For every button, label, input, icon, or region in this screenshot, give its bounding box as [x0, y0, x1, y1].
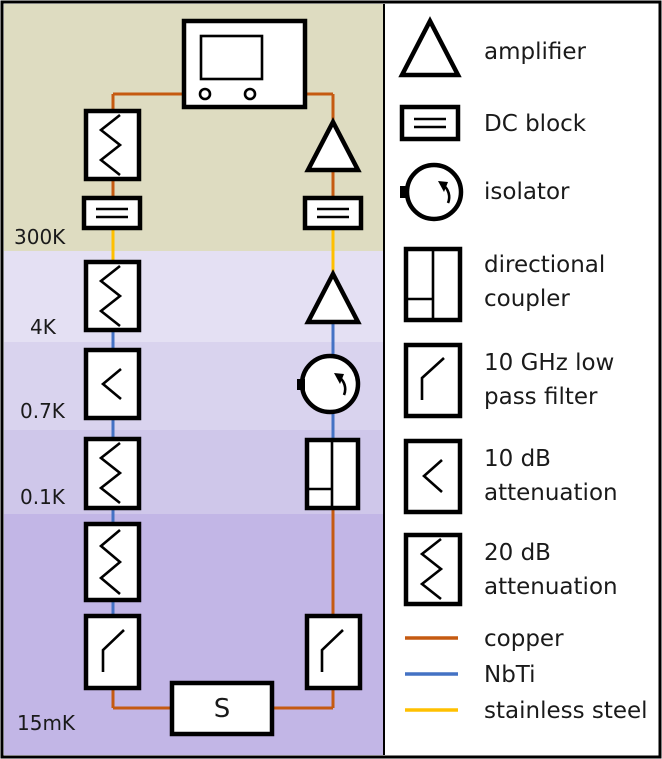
dc-block-icon — [302, 195, 364, 231]
temperature-label-15mK: 15mK — [17, 711, 76, 735]
legend-low-pass-filter-icon — [403, 342, 463, 419]
legend-att20-label-line1: 20 dB — [484, 540, 551, 566]
legend-isolator-label: isolator — [484, 179, 570, 205]
legend-isolator-icon — [400, 162, 464, 222]
legend-attenuator-20dB-icon — [403, 532, 463, 607]
legend-coupler-label-line1: directional — [484, 252, 605, 278]
legend-dc-block-icon — [399, 104, 461, 142]
sample-label: S — [214, 694, 231, 724]
legend-dc-block-label: DC block — [484, 111, 587, 137]
legend-att10-label-line1: 10 dB — [484, 446, 551, 472]
low-pass-filter-icon — [304, 613, 363, 691]
temperature-label-4K: 4K — [30, 315, 57, 339]
temperature-label-0.7K: 0.7K — [20, 399, 66, 423]
oscilloscope-icon — [181, 18, 308, 110]
legend-amplifier-icon — [398, 16, 462, 78]
amplifier-icon — [304, 117, 362, 173]
sample-box — [169, 680, 275, 737]
legend-attenuator-10dB-icon — [403, 438, 463, 515]
amplifier-icon — [304, 269, 362, 325]
isolator-icon — [297, 353, 361, 415]
low-pass-filter-icon — [83, 613, 142, 691]
legend-att10-label-line2: attenuation — [484, 480, 618, 506]
legend-coupler-label-line2: coupler — [484, 286, 570, 312]
attenuator-10dB-icon — [83, 347, 142, 421]
attenuator-20dB-icon — [83, 521, 142, 603]
dc-block-icon — [81, 195, 143, 231]
directional-coupler-icon — [304, 437, 361, 511]
legend-copper-label: copper — [484, 626, 564, 652]
attenuator-20dB-icon — [83, 436, 142, 511]
temperature-label-300K: 300K — [14, 225, 66, 249]
legend-lpf-label-line2: pass filter — [484, 384, 598, 410]
legend-nbti-label: NbTi — [484, 662, 536, 688]
legend-lpf-label-line1: 10 GHz low — [484, 350, 614, 376]
attenuator-20dB-icon — [83, 108, 142, 182]
attenuator-20dB-icon — [83, 259, 142, 333]
temperature-label-0.1K: 0.1K — [20, 485, 66, 509]
legend-directional-coupler-icon — [403, 246, 463, 323]
legend-stainless-label: stainless steel — [484, 698, 648, 724]
legend-amplifier-label: amplifier — [484, 39, 587, 65]
legend-att20-label-line2: attenuation — [484, 574, 618, 600]
